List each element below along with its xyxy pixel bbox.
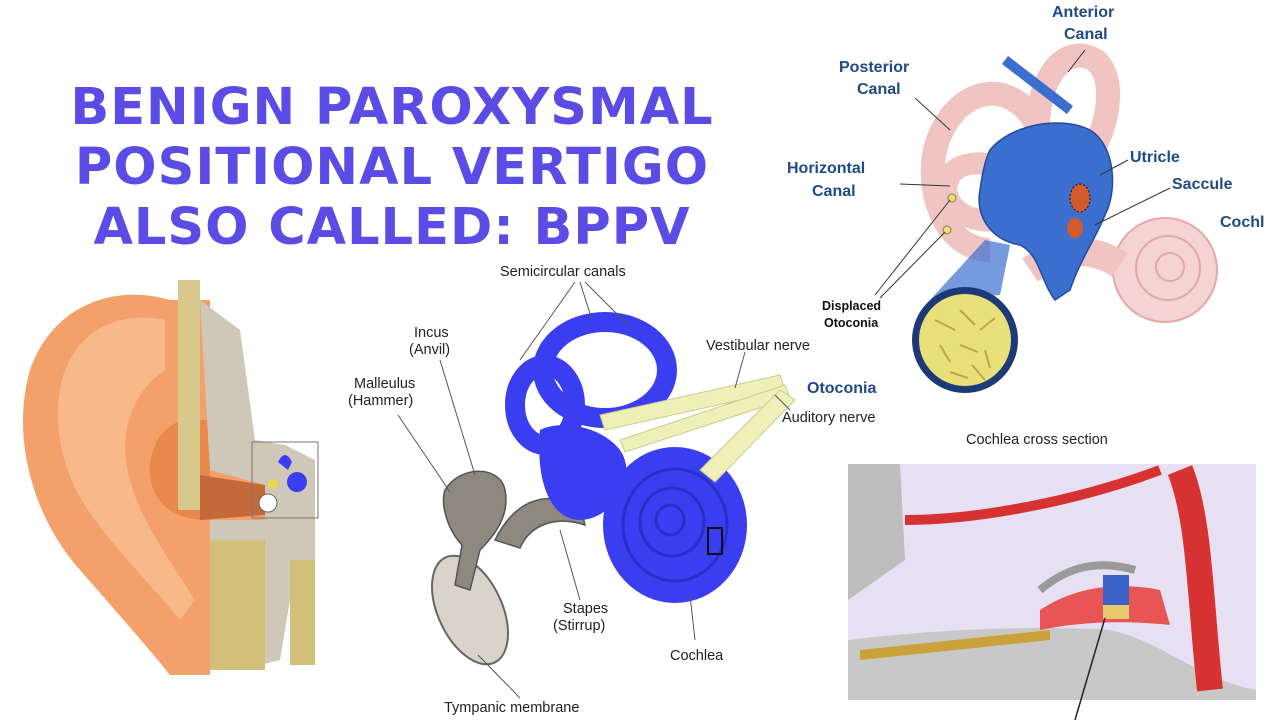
cochlea-turn-1 (621, 467, 729, 583)
leader-saccule (1094, 187, 1171, 226)
leader-displaced-1 (874, 199, 951, 296)
label-saccule: Saccule (1172, 176, 1233, 193)
title-line-1: BENIGN PAROXYSMAL (70, 78, 714, 137)
membranous-labyrinth (978, 122, 1114, 302)
label-utricle: Utricle (1130, 149, 1180, 166)
leader-utricle (1099, 159, 1129, 176)
vestibule-body (539, 425, 627, 520)
bone-column-left (210, 540, 265, 670)
label-stapes: Stapes (563, 601, 608, 617)
ear-helix-shadow (57, 317, 195, 620)
saccule-macula (1067, 218, 1083, 238)
vestibule-cochlea-turn (1135, 235, 1201, 301)
zoom-box (251, 441, 319, 519)
auditory-nerve-bundle (699, 389, 796, 483)
otoconia-crystal-pattern (934, 309, 996, 381)
vestibule-diagram: Anterior Canal Posterior Canal Horizonta… (787, 4, 1264, 397)
hair-cells-tips (1103, 605, 1129, 619)
outer-ear-illustration (23, 280, 319, 675)
title-line-3: ALSO CALLED: BPPV (93, 198, 691, 257)
leader-posterior (914, 97, 951, 131)
ear-canal (200, 475, 265, 520)
vestibule-cochlea-turn-inner (1155, 252, 1185, 282)
cochlear-nerve-fiber (860, 630, 1050, 660)
eardrum-mini (258, 493, 278, 513)
leader-stapes (559, 529, 581, 601)
label-incus-alt: (Anvil) (409, 342, 450, 358)
label-auditory-nerve: Auditory nerve (782, 410, 876, 426)
label-posterior: Posterior (839, 59, 909, 76)
label-anterior: Anterior (1052, 4, 1114, 21)
utricle-macula (1069, 183, 1091, 213)
label-semicircular-canals: Semicircular canals (500, 264, 626, 280)
label-cochlea-cross-section: Cochlea cross section (966, 432, 1108, 448)
reissners-membrane (904, 465, 1162, 525)
cochlea-turn-2 (638, 486, 706, 558)
label-vestibular-nerve: Vestibular nerve (706, 338, 810, 354)
label-stapes-alt: (Stirrup) (553, 618, 605, 634)
label-malleus: Malleulus (354, 376, 415, 392)
leader-semicircular (519, 281, 576, 361)
anterior-canal-shape (1026, 43, 1120, 169)
label-tympanic-membrane: Tympanic membrane (444, 700, 579, 716)
title-line-2: POSITIONAL VERTIGO (74, 138, 710, 197)
otoconia-crystals (919, 294, 1011, 386)
leader-horizontal (899, 183, 951, 187)
leader-organ-of-corti (1074, 617, 1106, 720)
bone-column-right (290, 560, 315, 665)
tectorial-membrane (1037, 561, 1137, 594)
leader-tympanic (477, 654, 521, 699)
inner-ear-mini-canal (278, 455, 292, 470)
label-cochlea-clipped: Cochl (1220, 214, 1264, 231)
leader-cochlea (689, 594, 696, 641)
skull-bone-vertical (178, 280, 200, 510)
inner-ear-mini-cochlea (287, 472, 307, 492)
section-bone-left (848, 464, 905, 600)
inner-ear-anatomy: Semicircular canals Incus (Anvil) Malleu… (348, 264, 876, 716)
cochlea-cross-section: Cochlea cross section (848, 432, 1256, 720)
label-horizontal: Horizontal (787, 160, 865, 177)
label-cochlea: Cochlea (670, 648, 724, 664)
label-incus: Incus (414, 325, 449, 341)
page-title: BENIGN PAROXYSMAL POSITIONAL VERTIGO ALS… (22, 78, 762, 258)
tympanic-membrane-shape (431, 554, 509, 666)
leader-vestibular (734, 351, 746, 389)
leader-semicircular-2 (579, 281, 593, 321)
cochlea-turn-3 (654, 503, 686, 537)
label-displaced: Displaced (822, 299, 881, 313)
leader-semicircular-3 (584, 281, 629, 326)
cochlea-section-marker (707, 527, 723, 555)
stria-vascularis (1167, 465, 1223, 692)
leader-auditory (774, 394, 791, 411)
endolymph-duct (1001, 56, 1074, 114)
zoom-cone (930, 240, 1010, 300)
label-otoconia: Otoconia (807, 380, 876, 397)
vestibule-cochlea-shape (1112, 217, 1218, 323)
leader-incus (439, 359, 476, 476)
label-posterior-canal: Canal (857, 81, 901, 98)
malleus-incus-shape (442, 470, 507, 591)
label-malleus-alt: (Hammer) (348, 393, 413, 409)
leader-anterior (1067, 49, 1086, 73)
ossicle-mini (268, 479, 278, 489)
label-displaced-otoconia: Otoconia (824, 316, 879, 330)
posterior-canal-shape (920, 81, 1051, 262)
label-anterior-canal: Canal (1064, 26, 1108, 43)
label-horizontal-canal: Canal (812, 183, 856, 200)
leader-displaced-2 (879, 231, 946, 299)
leader-malleus (397, 414, 451, 493)
